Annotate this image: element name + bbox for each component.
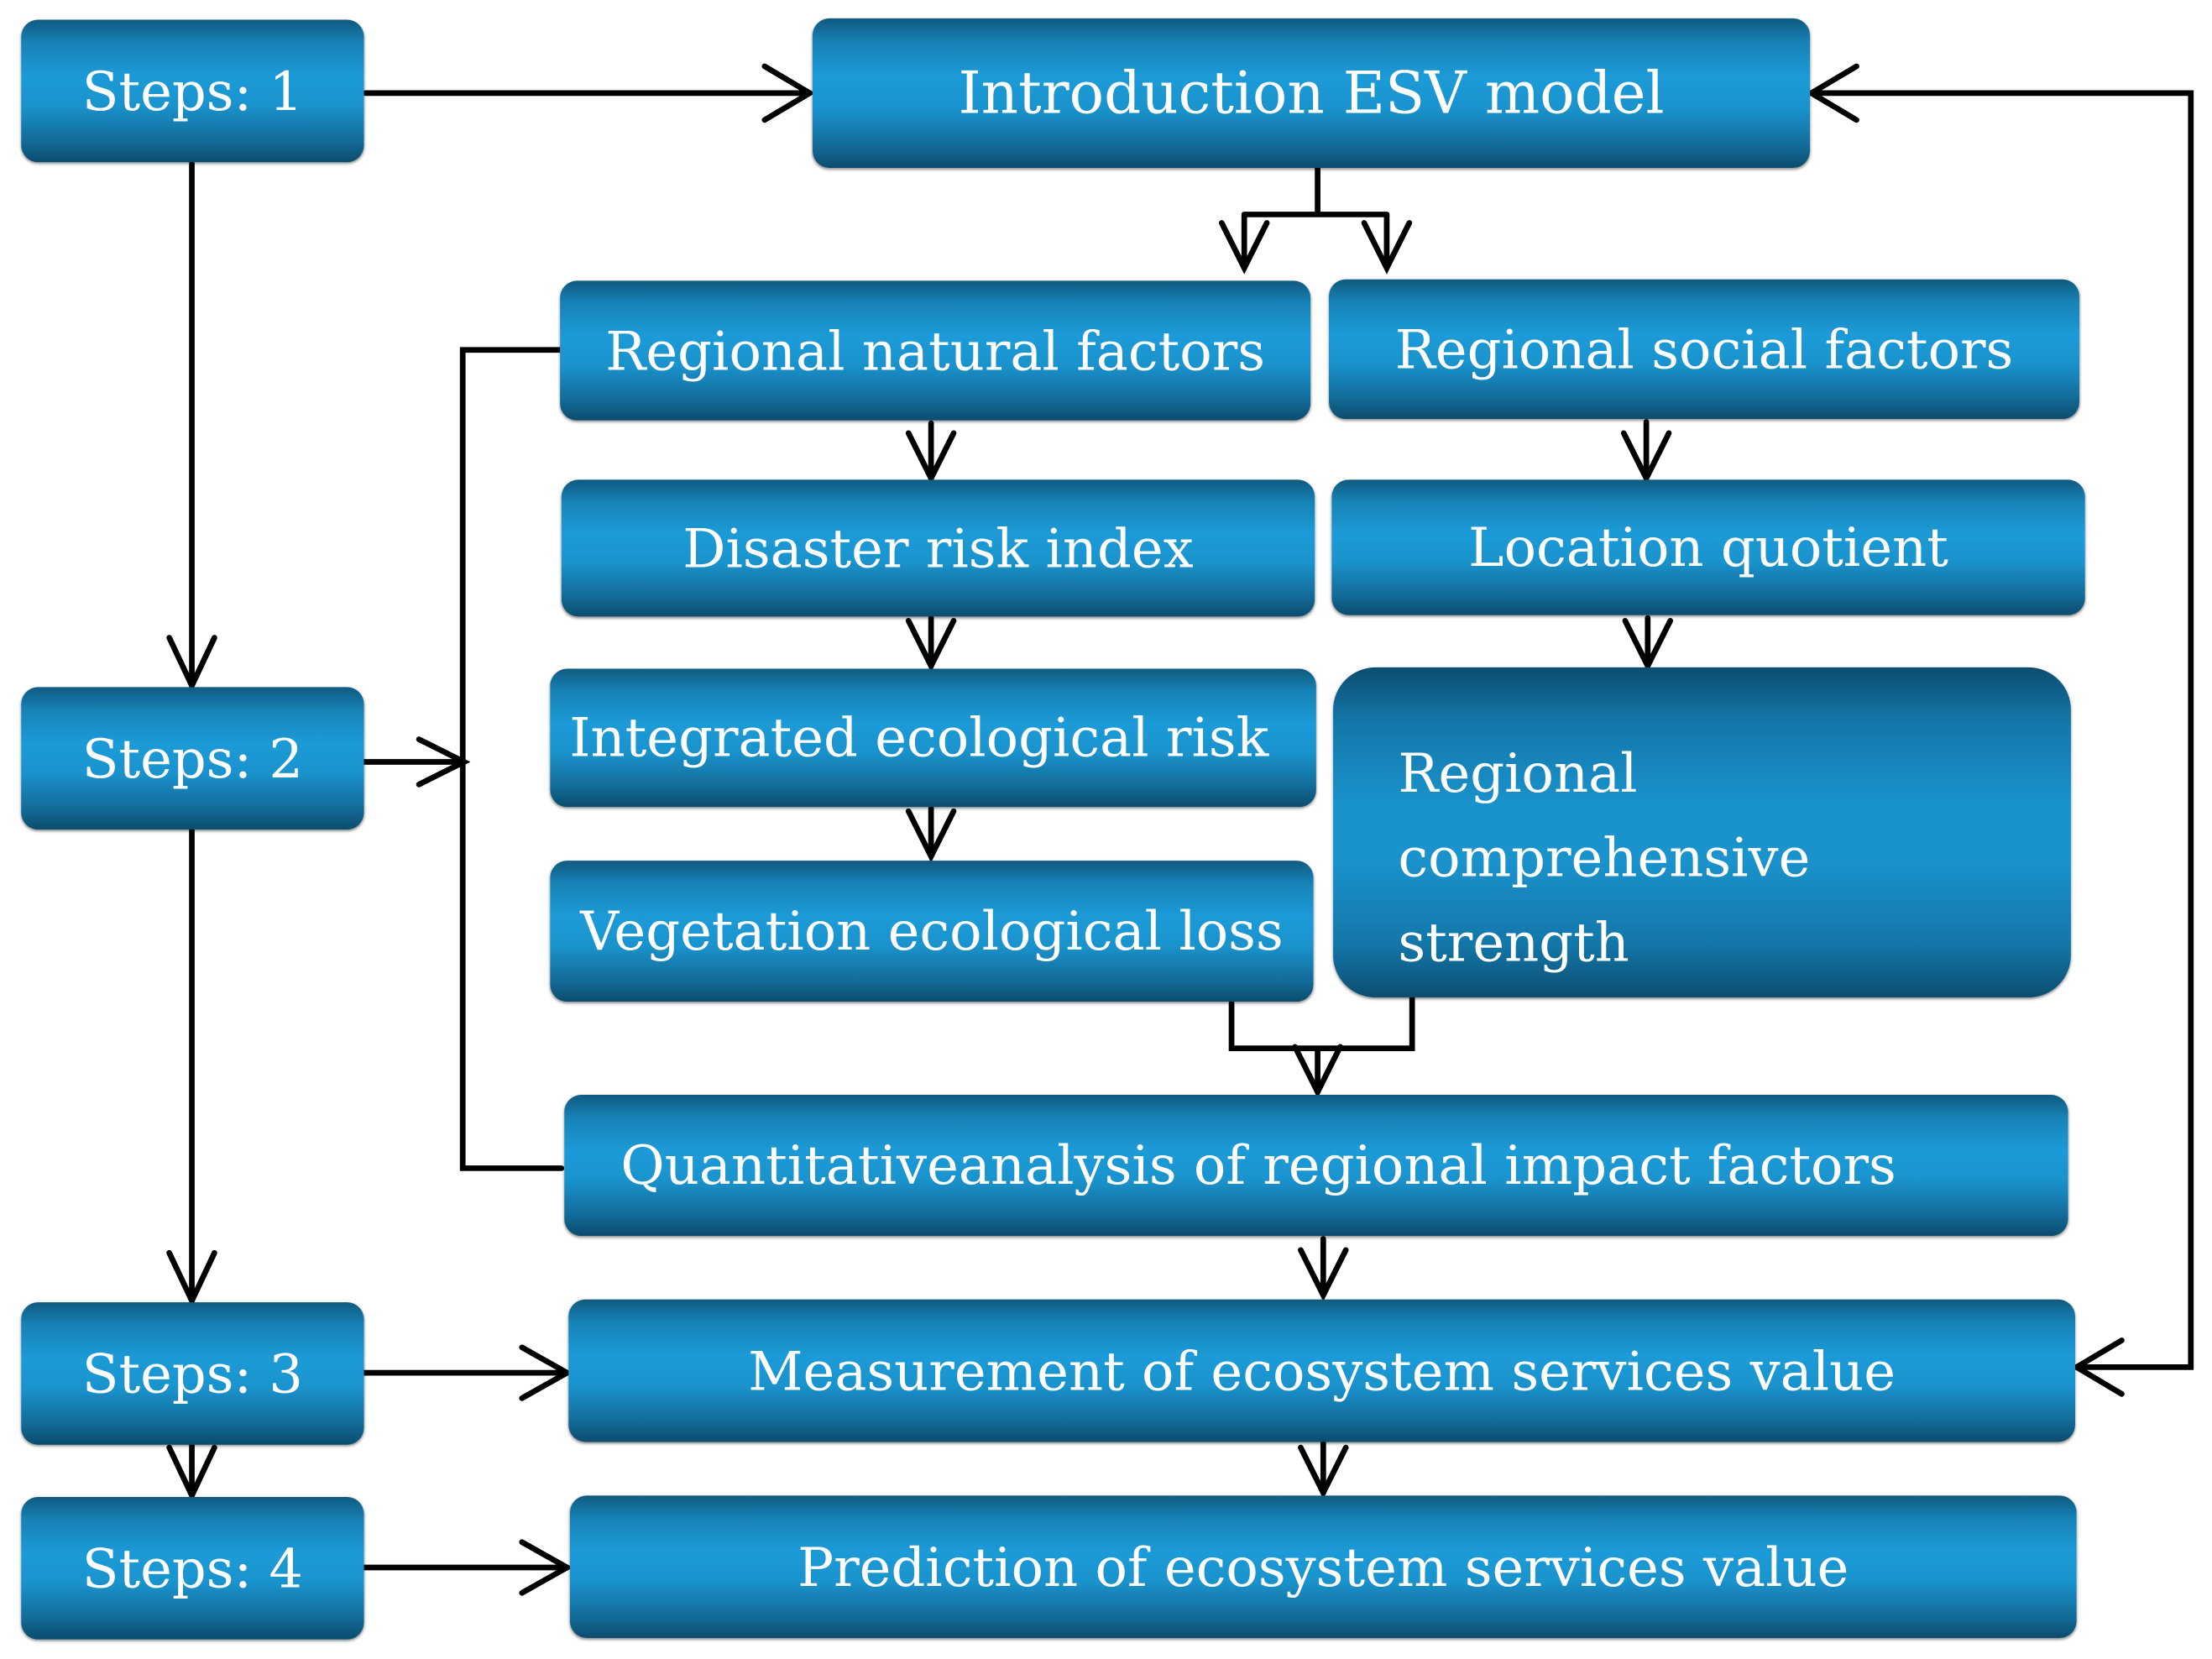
arrowhead-prediction-left: [519, 1539, 573, 1596]
arrowhead-prediction-top: [1298, 1444, 1349, 1499]
prediction-label: Prediction of ecosystem services value: [797, 1536, 1849, 1599]
arrowhead-social: [1361, 220, 1413, 275]
disaster-risk-box: Disaster risk index: [561, 479, 1315, 617]
esv-model-label: Introduction ESV model: [958, 58, 1665, 127]
step-4-label: Steps: 4: [81, 1536, 304, 1599]
location-quotient-box: Location quotient: [1331, 479, 2085, 615]
disaster-risk-label: Disaster risk index: [682, 516, 1194, 579]
step-1-label: Steps: 1: [81, 60, 304, 123]
arrowhead-quantitative: [1292, 1044, 1343, 1099]
arrowhead-location: [1620, 430, 1672, 485]
arrowhead-esv-right: [1806, 63, 1859, 123]
arrowhead-measurement-right: [2071, 1337, 2125, 1397]
natural-factors-box: Regional natural factors: [560, 280, 1311, 421]
social-factors-label: Regional social factors: [1394, 317, 2014, 380]
quantitative-analysis-label: Quantitativeanalysis of regional impact …: [620, 1134, 1896, 1197]
measurement-label: Measurement of ecosystem services value: [748, 1339, 1896, 1402]
connector-feedback-loop: [1808, 90, 2194, 1370]
step-2-box: Steps: 2: [21, 687, 364, 830]
comprehensive-strength-label: Regional comprehensive strength: [1398, 741, 1811, 974]
arrowhead-step2-top: [166, 635, 217, 693]
connector-merge: [1228, 994, 1415, 1096]
integrated-risk-label: Integrated ecological risk: [569, 706, 1269, 769]
step-3-box: Steps: 3: [21, 1302, 364, 1445]
location-quotient-label: Location quotient: [1468, 516, 1948, 578]
natural-factors-label: Regional natural factors: [605, 319, 1266, 382]
arrowhead-measurement-top: [1298, 1247, 1349, 1302]
social-factors-box: Regional social factors: [1329, 279, 2080, 420]
arrowhead-natural: [1218, 220, 1270, 275]
arrowhead-disaster: [905, 430, 957, 485]
quantitative-analysis-box: Quantitativeanalysis of regional impact …: [564, 1095, 2068, 1237]
arrowhead-step3-top: [166, 1249, 217, 1308]
arrowhead-integrated: [905, 618, 957, 672]
arrowhead-strength: [1622, 618, 1674, 672]
measurement-box: Measurement of ecosystem services value: [568, 1299, 2075, 1442]
step-2-label: Steps: 2: [81, 727, 304, 790]
esv-model-box: Introduction ESV model: [812, 18, 1811, 168]
bracket-left: [459, 347, 565, 1171]
arrowhead-vegetation: [905, 808, 957, 863]
prediction-box: Prediction of ecosystem services value: [569, 1495, 2077, 1639]
integrated-risk-box: Integrated ecological risk: [550, 668, 1316, 808]
step-4-box: Steps: 4: [21, 1496, 364, 1640]
arrowhead-step4-top: [166, 1444, 217, 1503]
connector-esv-split: [1241, 165, 1390, 271]
step-3-label: Steps: 3: [81, 1342, 304, 1405]
step-1-box: Steps: 1: [21, 19, 364, 163]
vegetation-loss-box: Vegetation ecological loss: [550, 861, 1314, 1002]
arrowhead-esv-left: [761, 63, 816, 123]
comprehensive-strength-box: Regional comprehensive strength: [1333, 667, 2071, 998]
arrowhead-measurement-left: [519, 1344, 573, 1401]
vegetation-loss-label: Vegetation ecological loss: [580, 900, 1284, 963]
